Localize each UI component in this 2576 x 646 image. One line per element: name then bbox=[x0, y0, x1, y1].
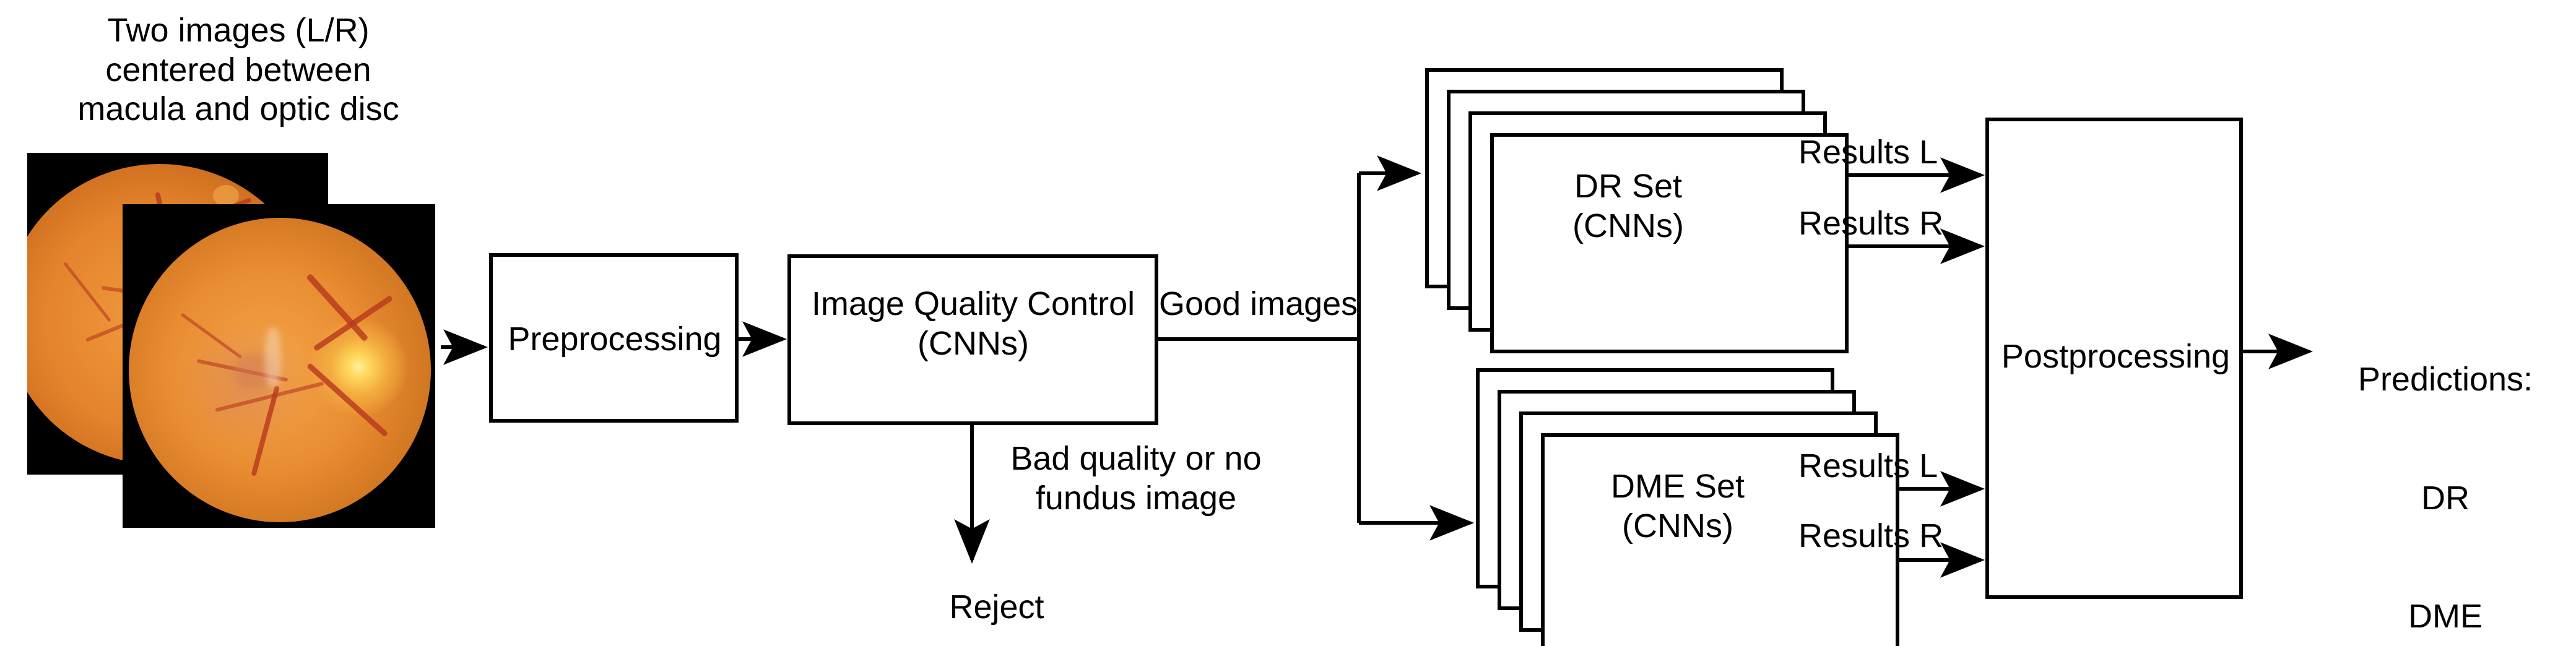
edge-label-bad-quality: Bad quality or no fundus image bbox=[1010, 440, 1262, 517]
node-postprocessing-box bbox=[1985, 118, 2243, 599]
edge-label-dme-results-left: Results L bbox=[1798, 447, 1938, 484]
node-preprocessing-label: Preprocessing bbox=[508, 321, 722, 358]
edge-label-dr-results-right: Results R bbox=[1798, 205, 1944, 242]
node-reject-label: Reject bbox=[949, 588, 1044, 626]
output-predictions: Predictions: DR DME Referable Y/N bbox=[2315, 282, 2575, 646]
fundus-photo-right bbox=[123, 204, 435, 528]
node-dme-set-front bbox=[1541, 433, 1899, 646]
output-prediction-item-dr: DR bbox=[2421, 479, 2470, 517]
macula-region bbox=[234, 353, 277, 390]
node-dme-set-label: DME Set (CNNs) bbox=[1610, 468, 1745, 545]
node-image-quality-control-box bbox=[787, 254, 1158, 425]
node-dr-set-label: DR Set (CNNs) bbox=[1572, 168, 1684, 244]
edge-label-dme-results-right: Results R bbox=[1798, 517, 1944, 554]
fundus-reflex bbox=[265, 328, 281, 387]
input-caption: Two images (L/R) centered between macula… bbox=[77, 12, 399, 128]
output-prediction-item-dme: DME bbox=[2408, 597, 2483, 635]
retina-disc-right bbox=[129, 218, 431, 522]
node-image-quality-control-label: Image Quality Control (CNNs) bbox=[811, 285, 1135, 362]
fundus-highlight bbox=[213, 185, 239, 206]
edge-label-dr-results-left: Results L bbox=[1798, 134, 1938, 171]
node-dr-set-front bbox=[1490, 133, 1849, 353]
output-predictions-heading: Predictions: bbox=[2357, 361, 2533, 398]
edge-label-good-images: Good images bbox=[1159, 285, 1358, 322]
node-postprocessing-label: Postprocessing bbox=[2001, 338, 2231, 375]
